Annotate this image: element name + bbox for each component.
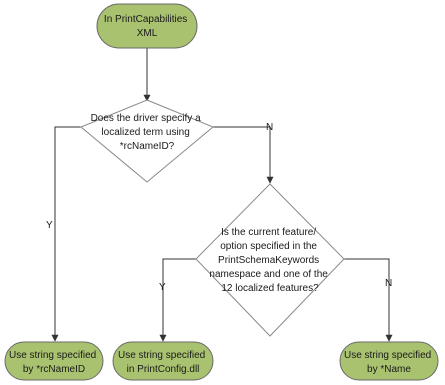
node-end-right-line-1: Use string specified [344,350,431,361]
node-decision2-line-1: Is the current feature/ [221,227,316,238]
edge-decision1-no [213,126,274,184]
edge-decision2-no [344,258,393,342]
svg-text:Use string specified by: Use string specified by *rcNameID [9,350,99,375]
edge-decision1-yes [51,126,81,342]
node-end-middle: Use string specified in PrintConfig.dll [112,341,214,381]
svg-text:Use string specified in: Use string specified in PrintConfig.dll [118,350,208,375]
node-end-middle-line-1: Use string specified [118,350,205,361]
svg-text:Is the current feature/: Is the current feature/ option specified… [209,227,330,294]
node-decision2-line-5: 12 localized features? [221,283,319,294]
node-end-right: Use string specified by *Name [339,341,439,381]
edge-label-d1-yes: Y [46,220,53,231]
node-decision2-line-2: option specified in the [220,241,317,252]
node-end-middle-line-2: in PrintConfig.dll [127,364,200,375]
node-decision1-line-2: localized term using [101,127,189,138]
node-decision2-line-4: namespace and one of the [209,269,328,280]
edge-label-d2-yes: Y [159,282,166,293]
svg-text:In PrintCapabilities XML: In PrintCapabilities XML [104,14,190,39]
svg-text:Does the driver specify a: Does the driver specify a localized term… [91,113,204,152]
node-end-left: Use string specified by *rcNameID [4,341,104,381]
svg-text:Use string specified by: Use string specified by *Name [344,350,434,375]
node-start-line-1: In PrintCapabilities [104,14,187,25]
node-end-left-line-1: Use string specified [9,350,96,361]
edge-label-d1-no: N [266,122,273,133]
node-decision1-line-3: *rcNameID? [120,141,175,152]
node-start: In PrintCapabilities XML [96,3,198,49]
node-end-right-line-2: by *Name [367,364,411,375]
node-decision2: Is the current feature/ option specified… [195,183,345,337]
node-start-line-2: XML [137,28,158,39]
node-end-left-line-2: by *rcNameID [23,364,85,375]
edge-label-d2-no: N [385,278,392,289]
node-decision1-line-1: Does the driver specify a [91,113,201,124]
edge-decision2-yes [159,258,196,342]
node-decision2-line-3: PrintSchemaKeywords [218,255,319,266]
node-decision1: Does the driver specify a localized term… [80,99,214,183]
